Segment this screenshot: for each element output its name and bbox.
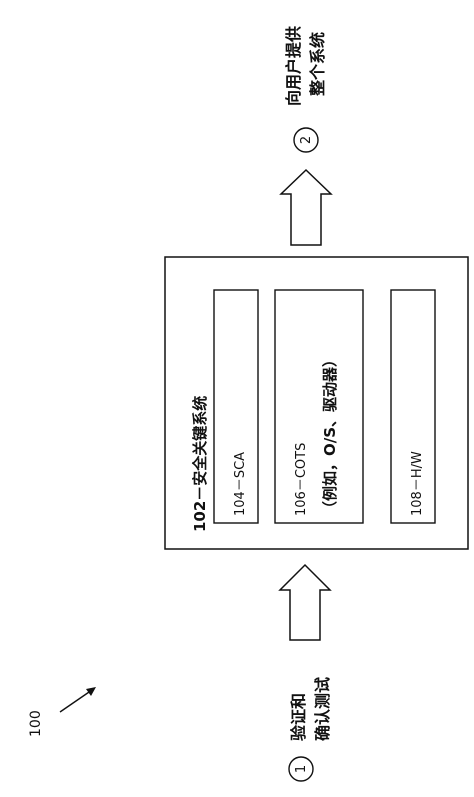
component-box-cots (274, 289, 364, 524)
step-1-text-line-2: 确认测试 (313, 677, 332, 741)
component-label-hw: 108－H/W (410, 451, 425, 516)
component-label-sca: 104－SCA (233, 452, 248, 516)
reference-label: 100 (28, 710, 44, 737)
safety-critical-system: 102－安全关键系统 104－SCA 106－COTS （例如，O/S、驱动器）… (164, 256, 469, 550)
step-2-group: 2 向用户提供 整个系统 (284, 26, 327, 153)
reference-pointer-head (86, 687, 96, 696)
reference-pointer-line (59, 689, 93, 713)
step-1-circle (288, 756, 314, 782)
step-2-text-line-1: 向用户提供 (284, 26, 303, 106)
reference-100: 100 (28, 687, 96, 737)
input-arrow (278, 563, 332, 641)
component-sub-cots: （例如，O/S、驱动器） (321, 352, 339, 516)
step-2-text-line-2: 整个系统 (308, 32, 327, 97)
system-title: 102－安全关键系统 (191, 396, 209, 532)
step-2-number: 2 (299, 136, 314, 144)
step-2-circle (293, 127, 319, 153)
output-arrow (279, 168, 333, 246)
component-label-cots: 106－COTS (294, 443, 309, 516)
component-box-sca (213, 289, 259, 524)
step-1-number: 1 (294, 765, 309, 773)
step-1-group: 1 验证和 确认测试 (288, 677, 332, 782)
step-1-text-line-1: 验证和 (289, 693, 308, 741)
component-box-hw (390, 289, 436, 524)
